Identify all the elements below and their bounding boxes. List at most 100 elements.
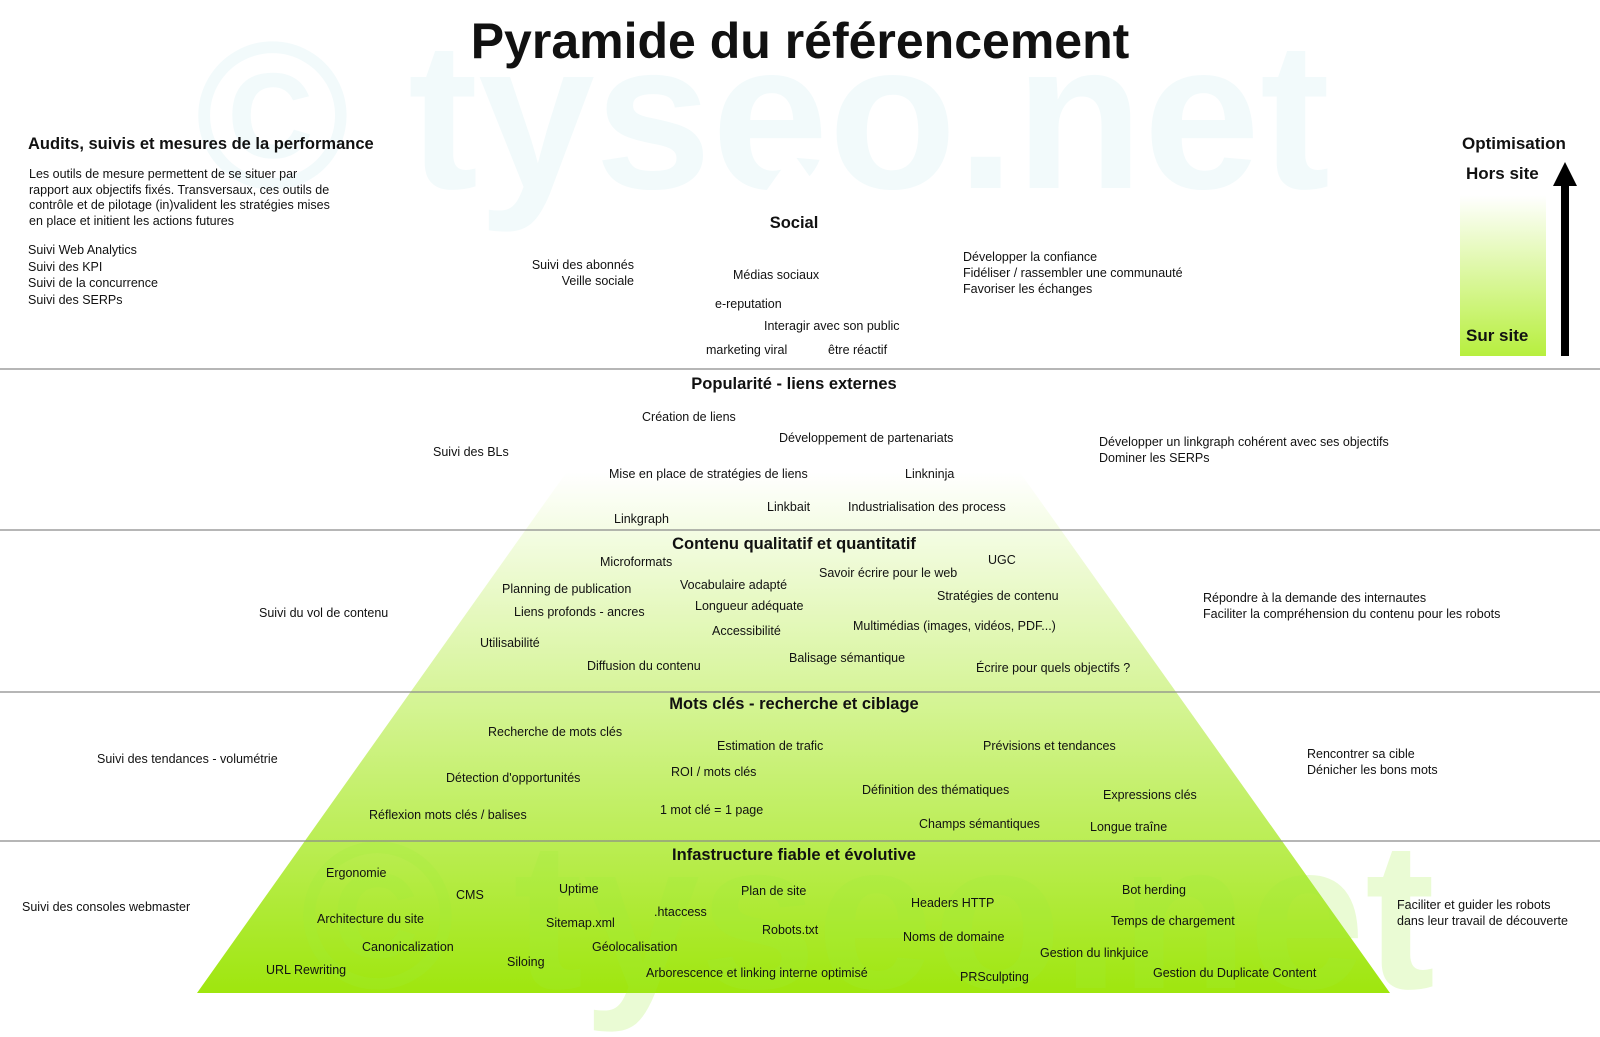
- pyramid-item: Géolocalisation: [592, 940, 678, 954]
- pyramid-item: 1 mot clé = 1 page: [660, 803, 764, 817]
- objective-item: Répondre à la demande des internautes: [1203, 591, 1427, 605]
- tracking-item: Suivi des tendances - volumétrie: [97, 752, 278, 766]
- tier-objectives-social: Développer la confiance Fidéliser / rass…: [963, 249, 1183, 297]
- pyramid-item: Sitemap.xml: [546, 916, 615, 930]
- tier-tracking-keywords: Suivi des tendances - volumétrie: [97, 751, 278, 767]
- pyramid-item: Longueur adéquate: [695, 599, 804, 613]
- pyramid-item: Diffusion du contenu: [587, 659, 701, 673]
- tracking-item: Suivi des abonnés: [531, 258, 634, 272]
- pyramid-item: Bot herding: [1122, 883, 1186, 897]
- optimisation-top-label: Hors site: [1466, 164, 1539, 183]
- audit-list: Suivi Web Analytics Suivi des KPI Suivi …: [28, 242, 158, 308]
- objective-item: Fidéliser / rassembler une communauté: [963, 266, 1183, 280]
- audit-item: Suivi des KPI: [28, 259, 103, 274]
- optimisation-gradient-bar: [1460, 160, 1546, 356]
- pyramid-item: Architecture du site: [317, 912, 424, 926]
- pyramid-item: Définition des thématiques: [862, 783, 1010, 797]
- pyramid-item: Expressions clés: [1103, 788, 1197, 802]
- pyramid-item: Balisage sémantique: [789, 651, 906, 665]
- pyramid-item: Estimation de trafic: [717, 739, 824, 753]
- pyramid-graphic: [0, 153, 1600, 993]
- pyramid-item: PRSculpting: [960, 970, 1029, 984]
- pyramid-item: Plan de site: [741, 884, 807, 898]
- objective-item: Rencontrer sa cible: [1307, 747, 1415, 761]
- tier-title-social: Social: [769, 214, 819, 232]
- pyramid-item: Réflexion mots clés / balises: [369, 808, 527, 822]
- pyramid-item: Headers HTTP: [911, 896, 995, 910]
- tier-title-content: Contenu qualitatif et quantitatif: [672, 535, 916, 553]
- tier-tracking-content: Suivi du vol de contenu: [259, 605, 388, 621]
- pyramid-item: Noms de domaine: [903, 930, 1005, 944]
- tier-title-keywords: Mots clés - recherche et ciblage: [669, 695, 919, 713]
- pyramid-item: Développement de partenariats: [779, 431, 954, 445]
- pyramid-item: e-reputation: [715, 297, 782, 311]
- objective-item: Dominer les SERPs: [1099, 451, 1210, 465]
- pyramid-item: Interagir avec son public: [764, 319, 900, 333]
- optimisation-title: Optimisation: [1462, 134, 1566, 153]
- pyramid-item: CMS: [456, 888, 484, 902]
- optimisation-bottom-label: Sur site: [1466, 326, 1529, 345]
- objective-item: Favoriser les échanges: [963, 282, 1093, 296]
- pyramid-item: Multimédias (images, vidéos, PDF...): [853, 619, 1056, 633]
- audit-item: Suivi Web Analytics: [28, 243, 137, 257]
- pyramid-item: Ergonomie: [326, 866, 387, 880]
- up-arrow-icon: [1553, 162, 1577, 356]
- tier-tracking-popularity: Suivi des BLs: [433, 444, 509, 460]
- audit-heading: Audits, suivis et mesures de la performa…: [28, 135, 374, 153]
- objective-item: Faciliter et guider les robots: [1397, 898, 1551, 912]
- pyramid-item: Canonicalization: [362, 940, 454, 954]
- tier-tracking-infrastructure: Suivi des consoles webmaster: [22, 899, 190, 915]
- pyramid-item: Industrialisation des process: [848, 500, 1006, 514]
- tracking-item: Suivi du vol de contenu: [259, 606, 389, 620]
- pyramid-item: Microformats: [600, 555, 673, 569]
- pyramid-item: Champs sémantiques: [919, 817, 1040, 831]
- pyramid-item: Stratégies de contenu: [937, 589, 1059, 603]
- pyramid-item: Linkgraph: [614, 512, 669, 526]
- tier-objectives-content: Répondre à la demande des internautes Fa…: [1203, 590, 1500, 622]
- tier-objectives-infrastructure: Faciliter et guider les robots dans leur…: [1397, 897, 1568, 929]
- audit-description: Les outils de mesure permettent de se si…: [29, 167, 330, 228]
- tracking-item: Suivi des consoles webmaster: [22, 900, 191, 914]
- tier-title-popularity: Popularité - liens externes: [691, 375, 897, 393]
- pyramid-item: Linkbait: [767, 500, 811, 514]
- pyramid-item: Accessibilité: [712, 624, 781, 638]
- pyramid-item: Uptime: [559, 882, 599, 896]
- objective-item: Dénicher les bons mots: [1307, 763, 1438, 777]
- pyramid-item: Création de liens: [642, 410, 736, 424]
- pyramid-item: Utilisabilité: [480, 636, 540, 650]
- pyramid-item: Planning de publication: [502, 582, 632, 596]
- objective-item: Faciliter la compréhension du contenu po…: [1203, 607, 1501, 621]
- objective-item: Développer la confiance: [963, 250, 1098, 264]
- pyramid-item: Vocabulaire adapté: [680, 578, 788, 592]
- pyramid-item: être réactif: [828, 343, 888, 357]
- pyramid-triangle: [197, 153, 1390, 993]
- tier-objectives-keywords: Rencontrer sa cible Dénicher les bons mo…: [1307, 746, 1438, 778]
- pyramid-item: Écrire pour quels objectifs ?: [976, 661, 1131, 675]
- objective-item: Développer un linkgraph cohérent avec se…: [1099, 435, 1389, 449]
- pyramid-item: Médias sociaux: [733, 268, 820, 282]
- pyramid-item: Arborescence et linking interne optimisé: [646, 966, 868, 980]
- pyramid-item: .htaccess: [654, 905, 707, 919]
- pyramid-item: Temps de chargement: [1111, 914, 1235, 928]
- diagram-title: Pyramide du référencement: [470, 13, 1130, 69]
- pyramid-item: Mise en place de stratégies de liens: [609, 467, 808, 481]
- pyramid-item: Siloing: [507, 955, 545, 969]
- tracking-item: Suivi des BLs: [433, 445, 509, 459]
- pyramid-item: URL Rewriting: [266, 963, 347, 977]
- pyramid-item: UGC: [988, 553, 1016, 567]
- tier-objectives-popularity: Développer un linkgraph cohérent avec se…: [1099, 434, 1389, 466]
- tier-tracking-social: Suivi des abonnés Veille sociale: [526, 257, 634, 289]
- pyramid-item: Gestion du linkjuice: [1040, 946, 1149, 960]
- audit-item: Suivi de la concurrence: [28, 276, 158, 290]
- pyramid-item: ROI / mots clés: [671, 765, 757, 779]
- tier-title-infrastructure: Infastructure fiable et évolutive: [672, 846, 916, 864]
- objective-item: dans leur travail de découverte: [1397, 914, 1568, 928]
- pyramid-item: Prévisions et tendances: [983, 739, 1116, 753]
- pyramid-item: Savoir écrire pour le web: [819, 566, 958, 580]
- audit-item: Suivi des SERPs: [28, 292, 123, 307]
- pyramid-item: Longue traîne: [1090, 820, 1168, 834]
- pyramid-item: Robots.txt: [762, 923, 819, 937]
- pyramid-item: Gestion du Duplicate Content: [1153, 966, 1317, 980]
- pyramid-item: Recherche de mots clés: [488, 725, 623, 739]
